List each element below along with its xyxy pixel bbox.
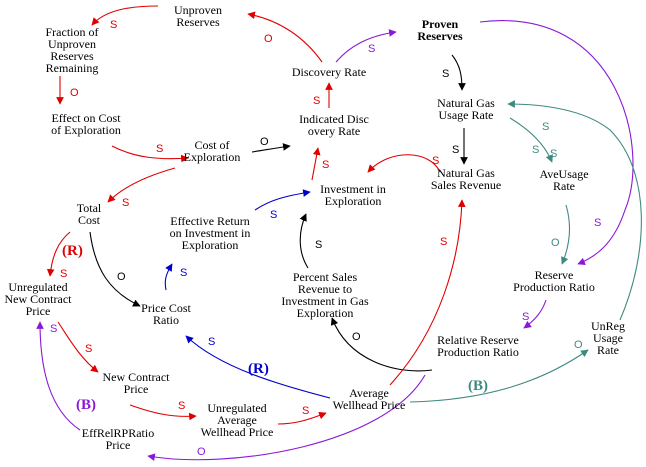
link-cost-to-totalcost (107, 167, 176, 203)
polarity-cost-to-totalcost: S (122, 197, 129, 209)
polarity-unproven-to-fraction: S (110, 19, 117, 31)
link-awp-to-unreg-usage (409, 349, 589, 403)
loop-marker-reinforcing-blue: (R) (248, 361, 269, 377)
polarity-discovery-to-unproven: O (264, 33, 273, 45)
loop-marker-balancing-teal: (B) (468, 378, 488, 394)
polarity-uawp-to-awp: S (302, 405, 309, 417)
link-aveusage-to-reserve-ratio (561, 204, 571, 265)
polarity-proven-to-reserve-ratio: S (594, 217, 601, 229)
link-proven-to-usage (451, 54, 466, 91)
polarity-effrel-to-unreg-ncp: S (50, 323, 57, 335)
node-discovery-rate: Discovery Rate (292, 65, 366, 79)
polarity-aveusage-to-reserve-ratio: O (551, 237, 560, 249)
link-percent-to-investment (299, 213, 309, 269)
polarity-pcr-to-return: S (180, 267, 187, 279)
link-relative-to-effrel (147, 374, 426, 461)
link-relative-to-percent (330, 317, 433, 372)
link-effrel-to-unreg-ncp (36, 321, 81, 431)
polarity-unreg-ncp-to-ncp: S (85, 343, 92, 355)
link-discovery-to-unproven (247, 11, 323, 63)
link-ncp-to-uawp (129, 404, 197, 421)
link-unreg-to-usage (507, 100, 642, 321)
link-effect-to-cost (111, 145, 189, 163)
link-return-to-investment (254, 189, 311, 211)
polarity-ncp-to-uawp: S (178, 400, 185, 412)
link-unproven-to-fraction (91, 5, 159, 26)
polarity-totalcost-to-unreg-ncp: S (60, 268, 67, 280)
polarity-indicated-to-discovery: S (313, 95, 320, 107)
polarity-usage-to-aveusage-2: S (532, 144, 539, 156)
polarity-awp-to-unreg-usage: O (574, 339, 583, 351)
polarity-totalcost-to-pcr: O (117, 271, 126, 283)
polarity-sales-to-investment: S (432, 155, 439, 167)
polarity-relative-to-effrel: O (197, 446, 206, 458)
polarity-proven-to-usage: S (442, 68, 449, 80)
polarity-relative-to-percent: O (352, 331, 361, 343)
link-proven-to-reserve-ratio (479, 20, 634, 265)
polarity-percent-to-investment: S (315, 239, 322, 251)
link-sales-to-investment (367, 154, 441, 173)
link-unreg-ncp-to-ncp (57, 321, 99, 373)
link-usage-to-aveusage (509, 117, 553, 163)
link-reserve-ratio-to-relative (523, 299, 547, 329)
link-uawp-to-awp (277, 411, 327, 425)
polarity-discovery-to-proven: S (368, 43, 375, 55)
polarity-fraction-to-effect: O (70, 87, 79, 99)
link-awp-to-sales (389, 199, 466, 386)
polarity-usage-to-aveusage-3: S (550, 148, 557, 160)
polarity-return-to-investment: S (270, 209, 277, 221)
loop-marker-reinforcing-red: (R) (62, 243, 83, 259)
polarity-usage-to-aveusage-1: S (542, 121, 549, 133)
polarity-investment-to-indicated: S (322, 159, 329, 171)
link-awp-to-pcr (185, 335, 331, 399)
polarity-usage-to-sales: S (452, 144, 459, 156)
link-discovery-to-proven (335, 29, 397, 63)
polarity-reserve-ratio-to-relative: S (522, 311, 529, 323)
link-cost-to-indicated (251, 143, 291, 153)
link-totalcost-to-unreg-ncp (46, 231, 71, 277)
link-totalcost-to-pcr (89, 231, 141, 307)
link-investment-to-indicated (311, 147, 321, 181)
polarity-cost-to-indicated: O (260, 136, 269, 148)
polarity-effect-to-cost: S (156, 143, 163, 155)
loop-marker-balancing-purple: (B) (76, 397, 96, 413)
polarity-awp-to-pcr: S (208, 336, 215, 348)
link-pcr-to-return (164, 263, 173, 291)
polarity-awp-to-sales: S (440, 236, 447, 248)
